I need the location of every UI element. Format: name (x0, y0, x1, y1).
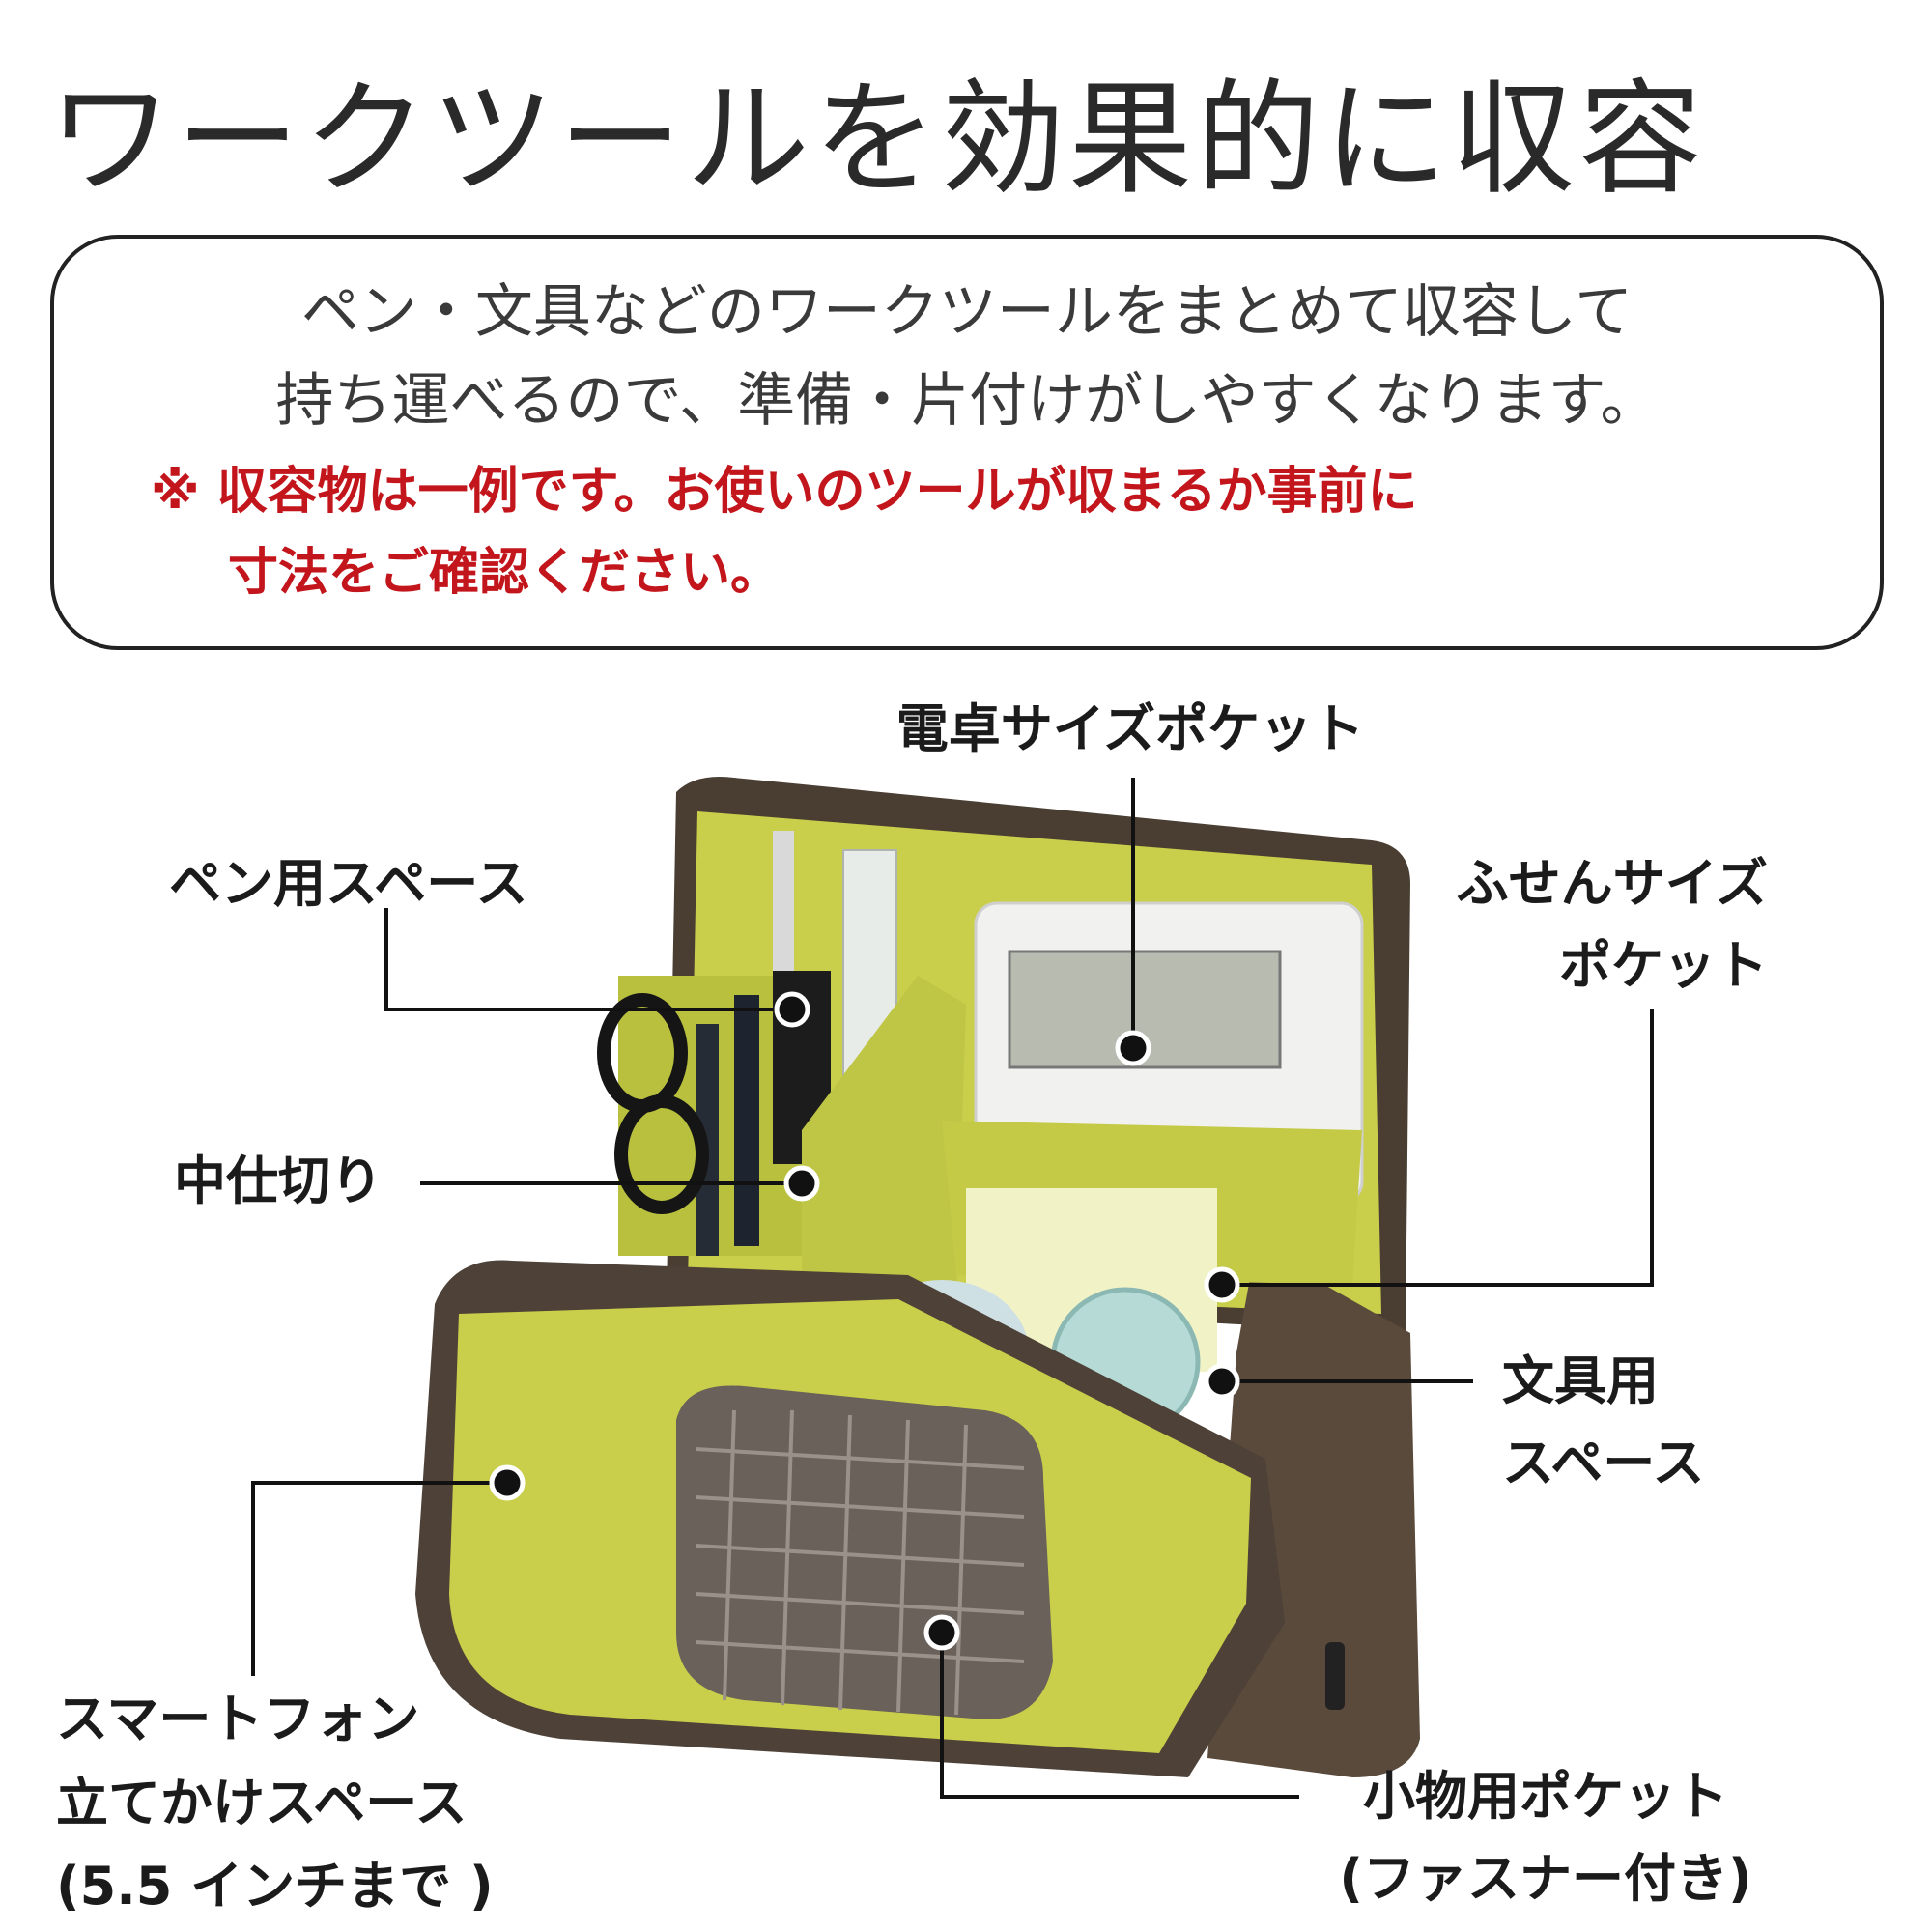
label-divider: 中仕切り (174, 1151, 383, 1211)
leader-sticky (1222, 1009, 1654, 1287)
leader-phone (251, 1481, 507, 1676)
warning-line-2: 寸法をご確認ください。 (228, 544, 781, 602)
label-pen-space: ペン用スペース (169, 853, 528, 914)
dot-pen (774, 991, 810, 1028)
dot-stationery (1204, 1363, 1240, 1400)
label-sticky-pocket-line2: ポケット (1559, 935, 1768, 996)
page-title: ワークツールを効果的に収容 (48, 68, 1707, 212)
label-phone-line3: (5.5 インチまで ) (56, 1856, 494, 1917)
divider-panel (802, 976, 966, 1294)
warning-line-1: ※ 収容物は一例です。お使いのツールが収まるか事前に (151, 463, 1418, 521)
dot-divider (783, 1165, 820, 1202)
leader-pen (384, 908, 792, 1011)
scissors-handle-2 (614, 1094, 709, 1214)
notice-line-2: 持ち運べるので、準備・片付けがしやすくなります。 (275, 367, 1659, 435)
label-small-pocket-line1: 小物用ポケット (1363, 1766, 1728, 1827)
label-small-pocket-line2: (ファスナー付き) (1339, 1848, 1752, 1909)
notice-line-1: ペン・文具などのワークツールをまとめて収容して (300, 278, 1634, 346)
leader-small (940, 1633, 1299, 1799)
label-phone-line1: スマートフォン (56, 1689, 420, 1749)
dot-small (923, 1614, 960, 1651)
notice-box: ペン・文具などのワークツールをまとめて収容して 持ち運べるので、準備・片付けがし… (50, 235, 1884, 650)
dot-sticky (1204, 1266, 1240, 1303)
label-sticky-pocket-line1: ふせんサイズ (1456, 853, 1768, 914)
pen-2 (734, 995, 759, 1246)
zipper-pull (1325, 1642, 1345, 1710)
label-phone-line2: 立てかけスペース (56, 1773, 468, 1833)
dot-calculator (1115, 1030, 1151, 1066)
label-stationery-line1: 文具用 (1502, 1350, 1659, 1411)
dot-phone (489, 1464, 526, 1501)
label-stationery-line2: スペース (1502, 1433, 1705, 1493)
label-calculator-pocket: 電卓サイズポケット (895, 698, 1365, 759)
mesh-pattern (695, 1409, 1025, 1716)
